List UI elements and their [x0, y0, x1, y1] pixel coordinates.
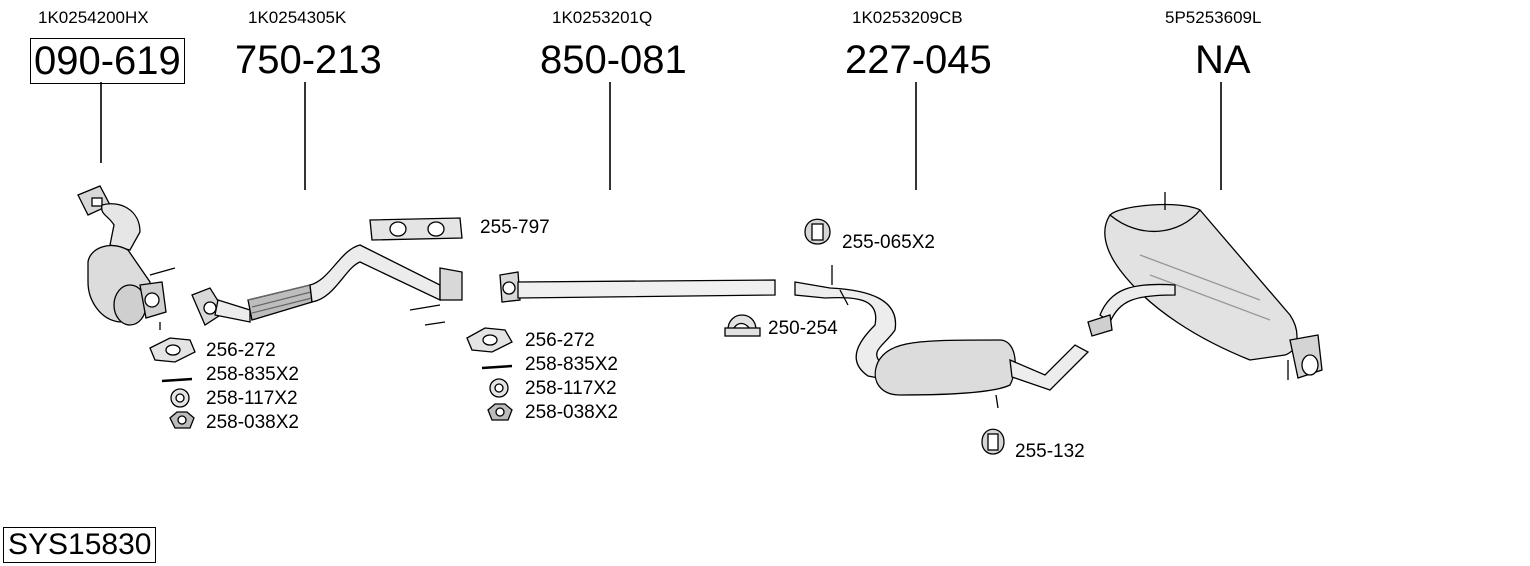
- label-hanger-255-065[interactable]: 255-065X2: [842, 232, 935, 253]
- intermediate-pipe-drawing: [499, 271, 776, 303]
- clamp-250-254-drawing: [724, 314, 761, 337]
- part-number-2[interactable]: 750-213: [235, 38, 382, 82]
- front-pipe-drawing: [191, 244, 463, 326]
- hanger-255-065-drawing: [804, 218, 831, 245]
- label-left-256-272[interactable]: 256-272: [206, 340, 276, 361]
- bolt-258-835-middle: [481, 364, 513, 370]
- label-middle-258-117[interactable]: 258-117X2: [525, 378, 617, 399]
- part-number-1[interactable]: 090-619: [30, 38, 185, 84]
- bolt-258-835-left: [161, 377, 193, 383]
- label-middle-258-038[interactable]: 258-038X2: [525, 402, 618, 423]
- label-hanger-255-132[interactable]: 255-132: [1015, 441, 1085, 462]
- label-gasket-255-797[interactable]: 255-797: [480, 217, 550, 238]
- rear-silencer-drawing: [1087, 192, 1323, 380]
- middle-accessories-drawing: [466, 327, 513, 421]
- left-accessories-drawing: [149, 337, 196, 429]
- part-number-4[interactable]: 227-045: [845, 38, 992, 82]
- label-left-258-038[interactable]: 258-038X2: [206, 412, 299, 433]
- gasket-255-797-drawing: [369, 217, 463, 241]
- label-middle-258-835[interactable]: 258-835X2: [525, 354, 618, 375]
- oem-number-2: 1K0254305K: [248, 8, 347, 27]
- oem-number-3: 1K0253201Q: [552, 8, 653, 27]
- catalytic-converter-drawing: [77, 185, 176, 330]
- middle-silencer-drawing: [794, 265, 1090, 409]
- label-left-258-117[interactable]: 258-117X2: [206, 388, 298, 409]
- part-number-3[interactable]: 850-081: [540, 38, 687, 82]
- system-code: SYS15830: [3, 527, 157, 563]
- label-clamp-250-254[interactable]: 250-254: [768, 318, 838, 339]
- hanger-255-132-drawing: [981, 428, 1005, 455]
- label-middle-256-272[interactable]: 256-272: [525, 330, 595, 351]
- oem-number-5: 5P5253609L: [1165, 8, 1262, 27]
- oem-number-4: 1K0253209CB: [852, 8, 963, 27]
- label-left-258-835[interactable]: 258-835X2: [206, 364, 299, 385]
- part-number-5[interactable]: NA: [1195, 38, 1251, 82]
- oem-number-1: 1K0254200HX: [38, 8, 149, 27]
